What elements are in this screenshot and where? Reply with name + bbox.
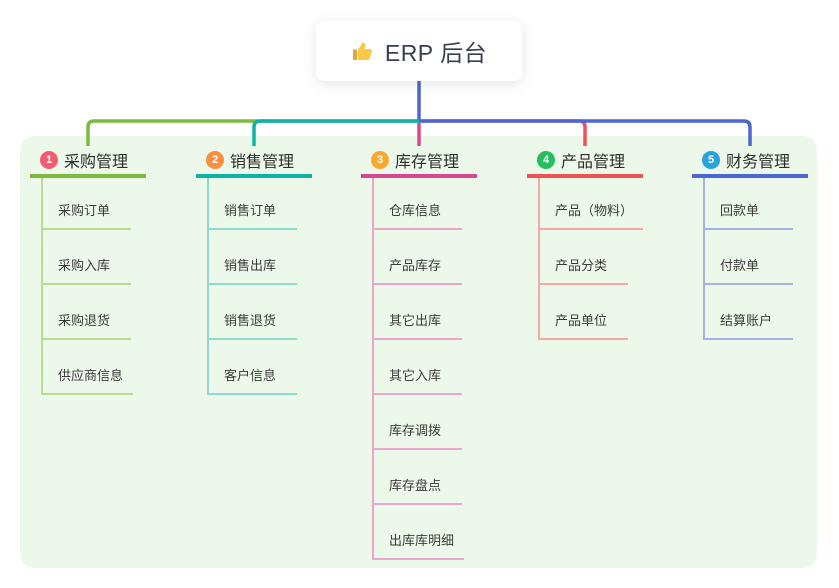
branch-3-item-5[interactable]: 库存调拨 [374, 395, 462, 450]
branch-3: 3 库存管理仓库信息产品库存其它出库其它入库库存调拨库存盘点出库库明细 [361, 146, 477, 560]
root-node-label: ERP 后台 [384, 40, 488, 66]
branches-panel-background [20, 136, 817, 568]
branch-4: 4 产品管理产品（物料）产品分类产品单位 [527, 146, 644, 340]
branch-3-item-6[interactable]: 库存盘点 [374, 450, 462, 505]
branch-2-item-1[interactable]: 销售订单 [209, 178, 297, 230]
branch-1-items: 采购订单采购入库采购退货供应商信息 [41, 178, 146, 395]
branch-4-item-3[interactable]: 产品单位 [540, 285, 628, 340]
branch-2: 2 销售管理销售订单销售出库销售退货客户信息 [196, 146, 312, 395]
branch-1-heading[interactable]: 1 采购管理 [30, 146, 146, 178]
branch-1-item-2[interactable]: 采购入库 [43, 230, 131, 285]
branch-4-number-badge: 4 [537, 151, 555, 169]
branch-5-items: 回款单付款单结算账户 [703, 178, 808, 340]
branch-3-item-7[interactable]: 出库库明细 [374, 505, 465, 560]
branch-4-item-2[interactable]: 产品分类 [540, 230, 628, 285]
branch-2-label: 销售管理 [230, 154, 295, 171]
branch-2-item-4[interactable]: 客户信息 [209, 340, 297, 395]
branch-4-label: 产品管理 [561, 154, 626, 171]
branch-2-number-badge: 2 [206, 151, 224, 169]
branch-1-item-1[interactable]: 采购订单 [43, 178, 131, 230]
branch-4-heading[interactable]: 4 产品管理 [527, 146, 643, 178]
branch-1-number-badge: 1 [40, 151, 58, 169]
branch-1: 1 采购管理采购订单采购入库采购退货供应商信息 [30, 146, 146, 395]
branch-3-item-4[interactable]: 其它入库 [374, 340, 462, 395]
branch-3-heading[interactable]: 3 库存管理 [361, 146, 477, 178]
branch-3-item-1[interactable]: 仓库信息 [374, 178, 462, 230]
branch-4-item-1[interactable]: 产品（物料） [540, 178, 644, 230]
branch-3-item-2[interactable]: 产品库存 [374, 230, 462, 285]
branch-2-item-2[interactable]: 销售出库 [209, 230, 297, 285]
branch-5-item-1[interactable]: 回款单 [705, 178, 793, 230]
branch-1-label: 采购管理 [64, 154, 129, 171]
thumbs-up-icon [352, 42, 372, 60]
branch-3-label: 库存管理 [395, 154, 460, 171]
root-node[interactable]: ERP 后台 [316, 21, 522, 81]
branch-5-item-2[interactable]: 付款单 [705, 230, 793, 285]
branch-5-number-badge: 5 [702, 151, 720, 169]
branch-3-item-3[interactable]: 其它出库 [374, 285, 462, 340]
branch-2-heading[interactable]: 2 销售管理 [196, 146, 312, 178]
branch-1-item-3[interactable]: 采购退货 [43, 285, 131, 340]
branch-1-item-4[interactable]: 供应商信息 [43, 340, 134, 395]
branch-5: 5 财务管理回款单付款单结算账户 [692, 146, 808, 340]
branch-2-items: 销售订单销售出库销售退货客户信息 [207, 178, 312, 395]
branch-5-heading[interactable]: 5 财务管理 [692, 146, 808, 178]
branch-4-items: 产品（物料）产品分类产品单位 [538, 178, 644, 340]
branch-5-item-3[interactable]: 结算账户 [705, 285, 793, 340]
branch-5-label: 财务管理 [726, 154, 791, 171]
branch-2-item-3[interactable]: 销售退货 [209, 285, 297, 340]
branch-3-items: 仓库信息产品库存其它出库其它入库库存调拨库存盘点出库库明细 [372, 178, 477, 560]
branch-3-number-badge: 3 [371, 151, 389, 169]
